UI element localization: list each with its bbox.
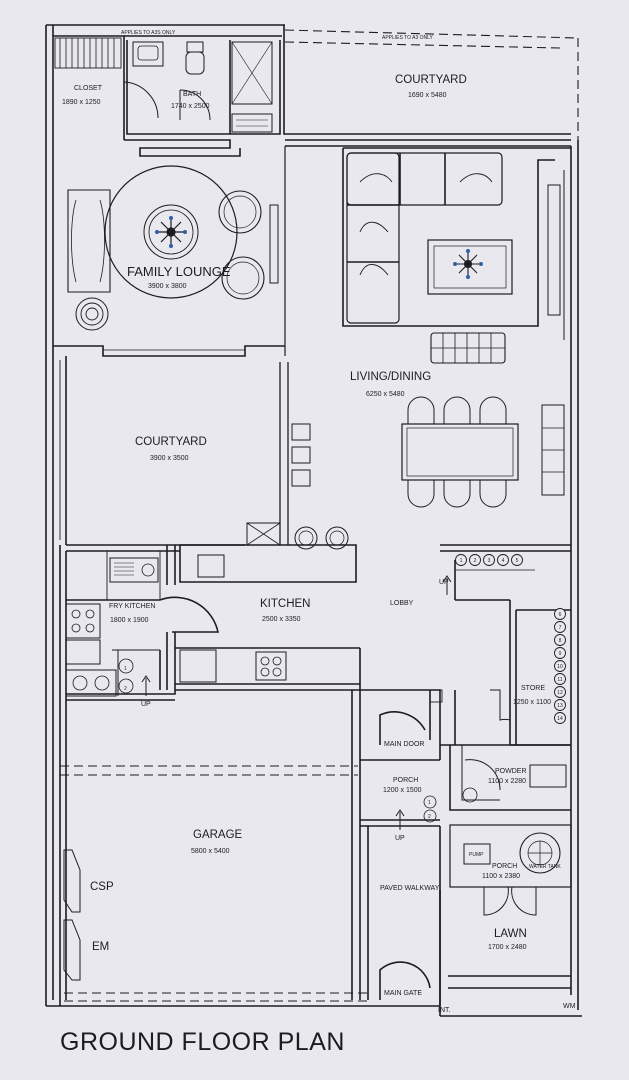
- bath-name: BATH: [183, 91, 201, 98]
- porch-right-name: PORCH: [492, 863, 517, 870]
- stair-step-marker: [497, 554, 509, 566]
- porch-mid-dim: 1200 x 1500: [383, 787, 422, 794]
- round-table-lounge: [104, 165, 238, 299]
- stair-step-number: 11: [557, 677, 562, 683]
- stair-step-marker: [554, 634, 566, 646]
- stair-step-number: 10: [557, 664, 563, 670]
- stair-step-marker: [483, 554, 495, 566]
- dashed-bottom-line: [64, 992, 370, 1002]
- store-name: STORE: [521, 685, 545, 692]
- dashed-boundary-top: [284, 29, 579, 49]
- note-applies-left: APPLIES TO A3S ONLY: [121, 30, 176, 36]
- pump-label: PUMP: [469, 852, 484, 858]
- stair-step-number: 2: [474, 558, 477, 564]
- store-dim: 1250 x 1100: [513, 699, 551, 706]
- kitchen-name: KITCHEN: [260, 598, 310, 610]
- powder-dim: 1100 x 2280: [488, 778, 526, 785]
- porch-up-arrow-icon: [395, 809, 405, 830]
- paved-walkway-name: PAVED WALKWAY: [380, 885, 440, 892]
- up-porch-label: UP: [395, 835, 405, 842]
- kitchen-up-arrow-icon: [141, 675, 151, 696]
- stair-step-number: 3: [488, 558, 491, 564]
- fry-kitchen-name: FRY KITCHEN: [109, 603, 155, 610]
- garage-name: GARAGE: [193, 829, 243, 841]
- note-applies-right: APPLIES TO A3 ONLY: [382, 35, 434, 41]
- stair-step-marker: [554, 712, 566, 724]
- family-lounge-dim: 3900 x 3800: [148, 283, 187, 290]
- garage-dim: 5800 x 5400: [191, 848, 230, 855]
- stair-step-marker: [469, 554, 481, 566]
- stair-step-marker: [511, 554, 523, 566]
- courtyard-top-name: COURTYARD: [395, 74, 467, 86]
- living-dining-dim: 6250 x 5480: [366, 391, 405, 398]
- stair-step-number: 9: [559, 651, 562, 657]
- dashed-garage-line: [60, 765, 358, 776]
- stair-step-number: 1: [460, 558, 463, 564]
- stair-step-number: 12: [557, 690, 563, 696]
- porch-step-1: 1: [428, 800, 431, 806]
- courtyard-mid-name: COURTYARD: [135, 436, 207, 448]
- dining-table: [401, 423, 519, 481]
- stair-step-marker: [554, 660, 566, 672]
- bath-dim: 1740 x 2500: [171, 103, 210, 110]
- stair-step-marker: [554, 699, 566, 711]
- powder-name: POWDER: [495, 768, 527, 775]
- stair-step-marker: [455, 554, 467, 566]
- porch-mid-name: PORCH: [393, 777, 418, 784]
- fry-kitchen-dim: 1800 x 1900: [110, 617, 149, 624]
- stair-step-number: 7: [559, 625, 562, 631]
- stair-step-number: 13: [557, 703, 563, 709]
- stair-step-number: 5: [516, 558, 519, 564]
- csp-label: CSP: [90, 881, 114, 893]
- kitchen-step-1: 1: [124, 666, 127, 672]
- stair-step-marker: [554, 647, 566, 659]
- living-dining-name: LIVING/DINING: [350, 371, 431, 383]
- stair-step-marker: [554, 608, 566, 620]
- water-tank-label: WATER TANK: [529, 864, 561, 870]
- closet-dim: 1890 x 1250: [62, 99, 101, 106]
- chandelier-icon: [155, 216, 187, 248]
- up-kitchen-label: UP: [141, 701, 151, 708]
- stair-step-marker: [554, 673, 566, 685]
- kitchen-dim: 2500 x 3350: [262, 616, 301, 623]
- chandelier-icon: [453, 249, 483, 279]
- em-label: EM: [92, 941, 109, 953]
- main-door-name: MAIN DOOR: [384, 741, 424, 748]
- stair-step-number: 8: [559, 638, 562, 644]
- kitchen-step-2: 2: [124, 686, 127, 692]
- courtyard-top-dim: 1690 x 5480: [408, 92, 447, 99]
- porch-right-dim: 1100 x 2380: [482, 873, 520, 880]
- stair-step-marker: [554, 621, 566, 633]
- wm-label: WM: [563, 1003, 576, 1010]
- stair-step-number: 6: [559, 612, 562, 618]
- plan-title: GROUND FLOOR PLAN: [60, 1028, 345, 1056]
- main-gate-name: MAIN GATE: [384, 990, 422, 997]
- lawn-name: LAWN: [494, 928, 527, 940]
- family-lounge-name: FAMILY LOUNGE: [127, 264, 231, 279]
- up-stair-label: UP: [439, 579, 449, 586]
- stair-up-arrow-icon: [442, 575, 452, 595]
- stair-step-marker: [554, 686, 566, 698]
- stair-step-number: 14: [557, 716, 563, 722]
- closet-name: CLOSET: [74, 85, 103, 92]
- lawn-dim: 1700 x 2480: [488, 944, 527, 951]
- porch-step-2: 2: [428, 814, 431, 820]
- int-label: INT.: [438, 1007, 451, 1014]
- courtyard-mid-dim: 3900 x 3500: [150, 455, 189, 462]
- lobby-name: LOBBY: [390, 600, 414, 607]
- coffee-table: [427, 239, 513, 295]
- stair-step-number: 4: [502, 558, 505, 564]
